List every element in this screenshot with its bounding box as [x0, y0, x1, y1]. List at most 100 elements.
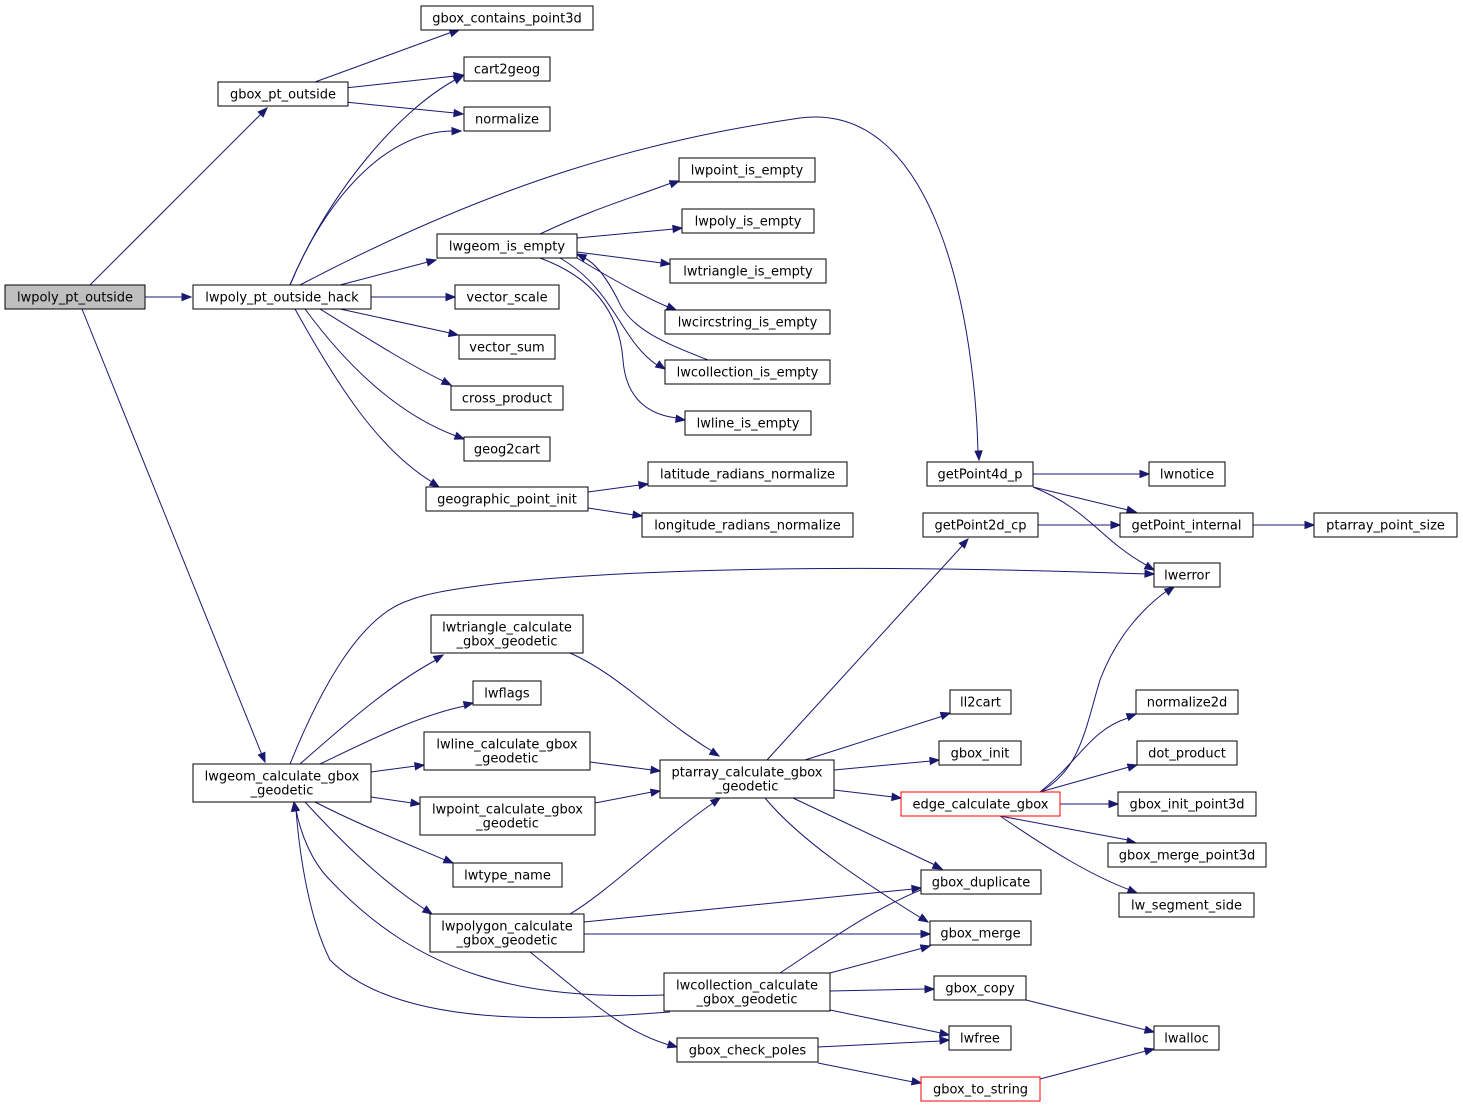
node-lwtriangle-is-empty[interactable]: lwtriangle_is_empty	[669, 258, 827, 284]
node-lwgeom-is-empty[interactable]: lwgeom_is_empty	[436, 233, 578, 259]
call-edge-line	[833, 760, 932, 771]
call-edge-line	[587, 507, 635, 516]
node-dot-product[interactable]: dot_product	[1136, 740, 1238, 766]
node-label: ll2cart	[960, 696, 1001, 711]
node-lwflags[interactable]: lwflags	[472, 680, 542, 706]
arrowhead	[1125, 505, 1138, 514]
node-gbox-merge[interactable]: gbox_merge	[929, 920, 1032, 946]
node-lwfree[interactable]: lwfree	[948, 1025, 1012, 1051]
node-cross-product[interactable]: cross_product	[450, 385, 564, 411]
node-lwgeom-calculate-gbox-geodetic[interactable]: lwgeom_calculate_gbox_geodetic	[192, 763, 372, 803]
node-gbox-contains-point3d[interactable]: gbox_contains_point3d	[420, 5, 594, 31]
node-label: gbox_init_point3d	[1130, 798, 1245, 813]
node-lwnotice[interactable]: lwnotice	[1148, 461, 1226, 487]
node-gbox-merge-point3d[interactable]: gbox_merge_point3d	[1107, 842, 1267, 868]
arrowhead	[920, 929, 932, 939]
node-ptarray-point-size[interactable]: ptarray_point_size	[1313, 512, 1458, 538]
node-lwpolygon-calculate-gbox-geodetic[interactable]: lwpolygon_calculate_gbox_geodetic	[429, 913, 585, 953]
call-edge-line	[1039, 589, 1169, 793]
node-label: lwgeom_is_empty	[449, 240, 566, 255]
call-edge	[289, 75, 465, 286]
arrowhead	[650, 765, 662, 774]
node-lwline-calculate-gbox-geodetic[interactable]: lwline_calculate_gbox_geodetic	[423, 731, 591, 771]
node-lwtriangle-calculate-gbox-geodetic[interactable]: lwtriangle_calculate_gbox_geodetic	[430, 614, 584, 654]
node-latitude-radians-normalize[interactable]: latitude_radians_normalize	[647, 461, 848, 487]
node-label: getPoint2d_cp	[934, 519, 1026, 534]
node-normalize[interactable]: normalize	[463, 106, 551, 132]
node-lwline-is-empty[interactable]: lwline_is_empty	[684, 410, 812, 436]
node-label: geographic_point_init	[437, 493, 577, 508]
node-label: lwpolygon_calculate	[441, 920, 573, 935]
node-ll2cart[interactable]: ll2cart	[949, 689, 1012, 715]
node-lwerror[interactable]: lwerror	[1153, 562, 1221, 588]
node-box	[436, 233, 578, 259]
call-edge-line	[339, 261, 429, 286]
arrowhead	[924, 984, 936, 994]
node-geographic-point-init[interactable]: geographic_point_init	[425, 486, 589, 512]
node-lwpoint-is-empty[interactable]: lwpoint_is_empty	[678, 157, 816, 183]
node-lwpoint-calculate-gbox-geodetic[interactable]: lwpoint_calculate_gbox_geodetic	[419, 796, 596, 836]
call-edge-line	[539, 257, 678, 419]
node-gbox-check-poles[interactable]: gbox_check_poles	[676, 1037, 819, 1063]
node-geog2cart[interactable]: geog2cart	[463, 436, 551, 462]
node-lw-segment-side[interactable]: lw_segment_side	[1118, 892, 1255, 918]
node-vector-sum[interactable]: vector_sum	[458, 334, 556, 360]
arrowhead	[1144, 569, 1156, 578]
call-edge-line	[829, 1009, 942, 1034]
node-gbox-init-point3d[interactable]: gbox_init_point3d	[1117, 791, 1257, 817]
call-edge	[764, 797, 930, 923]
node-label: _gbox_geodetic	[455, 635, 557, 650]
node-lwcollection-calculate-gbox-geodetic[interactable]: lwcollection_calculate_gbox_geodetic	[663, 972, 831, 1012]
node-label: gbox_merge	[940, 927, 1020, 942]
node-getPoint4d-p[interactable]: getPoint4d_p	[926, 461, 1034, 487]
node-getPoint2d-cp[interactable]: getPoint2d_cp	[922, 512, 1039, 538]
node-normalize2d[interactable]: normalize2d	[1135, 689, 1239, 715]
node-label: gbox_copy	[945, 982, 1015, 997]
node-lwpoly-pt-outside[interactable]: lwpoly_pt_outside	[4, 284, 146, 310]
function-nodes: lwpoly_pt_outside gbox_pt_outside lwpoly_p…	[4, 5, 1458, 1102]
node-getPoint-internal[interactable]: getPoint_internal	[1119, 512, 1254, 538]
call-edge-line	[289, 79, 456, 286]
node-label: gbox_to_string	[933, 1083, 1028, 1098]
node-lwpoly-is-empty[interactable]: lwpoly_is_empty	[681, 208, 815, 234]
call-edge-line	[1032, 486, 1129, 511]
arrowhead	[666, 1040, 679, 1049]
node-gbox-copy[interactable]: gbox_copy	[933, 975, 1027, 1001]
node-lwpoly-pt-outside-hack[interactable]: lwpoly_pt_outside_hack	[192, 284, 372, 310]
arrowhead	[1126, 885, 1139, 894]
call-edge	[319, 700, 475, 765]
arrowhead	[674, 414, 687, 423]
node-lwcircstring-is-empty[interactable]: lwcircstring_is_empty	[664, 309, 831, 335]
node-cart2geog[interactable]: cart2geog	[463, 56, 551, 82]
arrowhead	[1143, 1047, 1156, 1056]
node-ptarray-calculate-gbox-geodetic[interactable]: ptarray_calculate_gbox_geodetic	[659, 759, 835, 799]
node-gbox-to-string[interactable]: gbox_to_string	[920, 1076, 1041, 1102]
node-gbox-pt-outside[interactable]: gbox_pt_outside	[217, 81, 349, 107]
node-label: gbox_merge_point3d	[1119, 849, 1255, 864]
call-edge	[999, 815, 1138, 846]
node-lwalloc[interactable]: lwalloc	[1153, 1025, 1220, 1051]
arrowhead	[425, 258, 438, 267]
node-box	[1117, 791, 1257, 817]
arrowhead	[910, 1077, 923, 1086]
node-lwcollection-is-empty[interactable]: lwcollection_is_empty	[664, 359, 831, 385]
call-edge	[344, 101, 465, 118]
node-gbox-init[interactable]: gbox_init	[938, 740, 1022, 766]
node-box	[664, 309, 831, 335]
arrowhead	[929, 756, 941, 766]
node-vector-scale[interactable]: vector_scale	[454, 284, 560, 310]
call-edge	[569, 797, 722, 915]
node-label: gbox_init	[951, 747, 1010, 762]
arrowhead	[409, 798, 422, 807]
arrowhead	[649, 788, 662, 797]
node-longitude-radians-normalize[interactable]: longitude_radians_normalize	[641, 512, 854, 538]
node-box	[430, 614, 584, 654]
call-edge	[1039, 586, 1176, 793]
node-box	[1118, 892, 1255, 918]
arrowhead	[911, 884, 923, 894]
node-lwtype-name[interactable]: lwtype_name	[452, 862, 563, 888]
node-edge-calculate-gbox[interactable]: edge_calculate_gbox	[900, 791, 1061, 817]
node-box	[678, 157, 816, 183]
call-edge	[370, 762, 426, 773]
node-gbox-duplicate[interactable]: gbox_duplicate	[920, 869, 1042, 895]
